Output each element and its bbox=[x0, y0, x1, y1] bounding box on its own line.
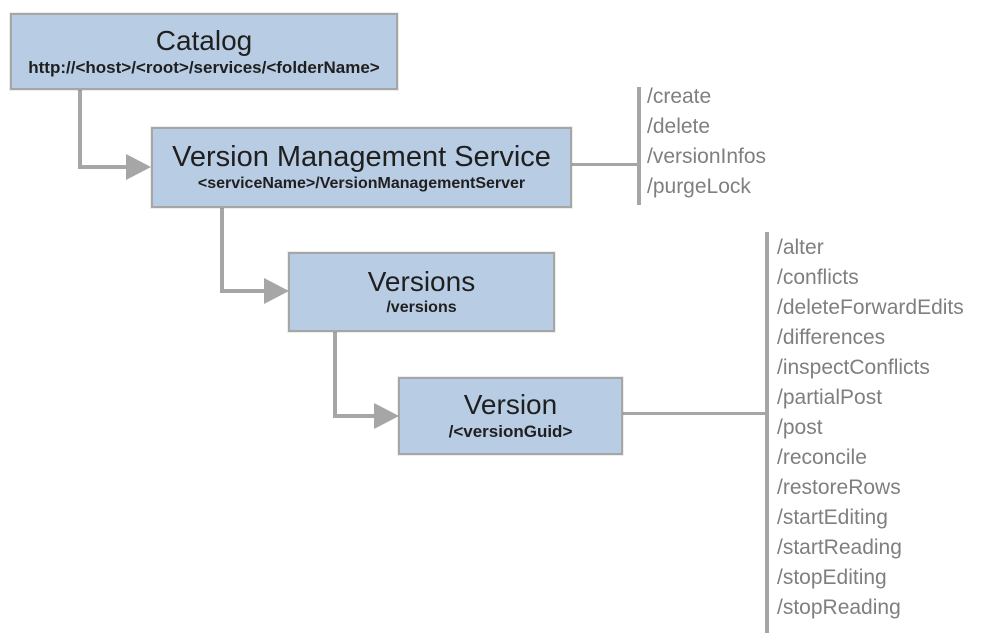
arrowhead-icon bbox=[126, 154, 151, 180]
node-version-management-service: Version Management Service <serviceName>… bbox=[151, 127, 572, 208]
arrowhead-icon bbox=[264, 278, 289, 304]
version-ops-bracket-line bbox=[622, 412, 765, 415]
node-title: Version Management Service bbox=[172, 140, 551, 173]
version-ops-bracket-bar bbox=[765, 232, 769, 633]
operation-item: /reconcile bbox=[777, 446, 867, 469]
vms-ops-bracket-bar bbox=[637, 87, 641, 205]
operation-item: /alter bbox=[777, 236, 824, 259]
node-catalog: Catalog http://<host>/<root>/services/<f… bbox=[10, 13, 398, 90]
operation-item: /restoreRows bbox=[777, 476, 901, 499]
operation-item: /deleteForwardEdits bbox=[777, 296, 964, 319]
node-subtitle: /versions bbox=[386, 299, 457, 316]
connector-vms-versions-horizontal bbox=[220, 289, 266, 293]
node-title: Catalog bbox=[155, 24, 253, 56]
connector-versions-version-vertical bbox=[333, 330, 337, 418]
vms-ops-bracket-line bbox=[571, 163, 637, 166]
operation-item: /purgeLock bbox=[647, 175, 751, 198]
node-subtitle: /<versionGuid> bbox=[448, 422, 573, 442]
operation-item: /delete bbox=[647, 115, 711, 138]
operation-item: /startReading bbox=[777, 536, 902, 559]
operation-item: /startEditing bbox=[777, 506, 888, 529]
node-subtitle: <serviceName>/VersionManagementServer bbox=[197, 175, 526, 193]
connector-catalog-vms-vertical bbox=[78, 90, 82, 169]
operation-item: /stopEditing bbox=[777, 566, 887, 589]
operation-item: /conflicts bbox=[777, 266, 859, 289]
node-subtitle: http://<host>/<root>/services/<folderNam… bbox=[28, 57, 380, 77]
version-operations-list: /alter /conflicts /deleteForwardEdits /d… bbox=[777, 233, 964, 623]
connector-catalog-vms-horizontal bbox=[78, 165, 128, 169]
connector-versions-version-horizontal bbox=[333, 414, 377, 418]
operation-item: /differences bbox=[777, 326, 886, 349]
node-title: Versions bbox=[367, 265, 476, 297]
connector-vms-versions-vertical bbox=[220, 206, 224, 293]
operation-item: /post bbox=[777, 416, 823, 439]
node-versions: Versions /versions bbox=[288, 252, 555, 332]
vms-operations-list: /create /delete /versionInfos /purgeLock bbox=[647, 82, 766, 202]
arrowhead-icon bbox=[374, 403, 399, 429]
operation-item: /partialPost bbox=[777, 386, 883, 409]
operation-item: /stopReading bbox=[777, 596, 901, 619]
node-version: Version /<versionGuid> bbox=[398, 377, 623, 455]
operation-item: /versionInfos bbox=[647, 145, 767, 168]
node-title: Version bbox=[463, 389, 558, 421]
operation-item: /create bbox=[647, 85, 712, 108]
operation-item: /inspectConflicts bbox=[777, 356, 930, 379]
